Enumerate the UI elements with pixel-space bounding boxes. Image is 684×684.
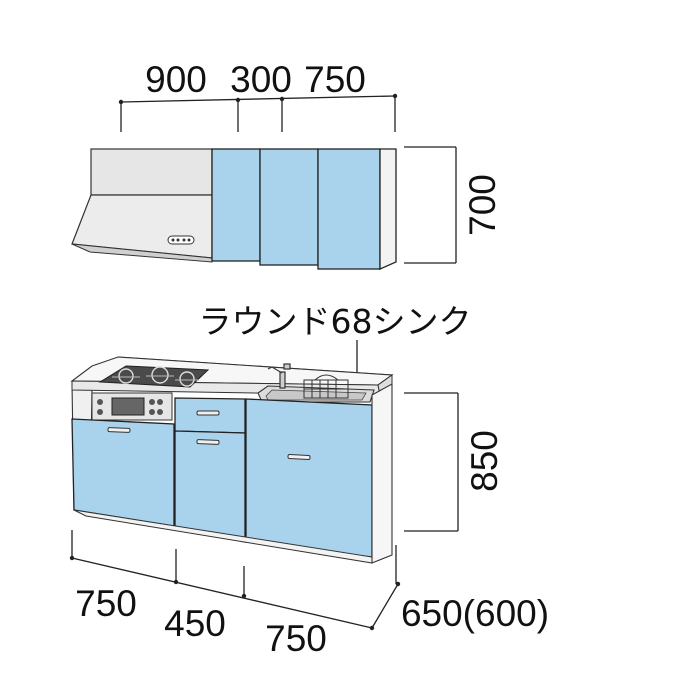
- gas-stove: [98, 365, 210, 388]
- upper-width-300: 300: [230, 59, 292, 100]
- upper-width-dimension: [120, 95, 396, 132]
- upper-width-900: 900: [145, 59, 207, 100]
- lower-depth-650-600: 650(600): [401, 593, 549, 634]
- lower-width-450: 450: [164, 603, 226, 644]
- lower-height-dimension: [404, 392, 459, 532]
- door-handles: [107, 410, 311, 460]
- upper-width-750: 750: [304, 59, 366, 100]
- lower-width-750-right: 750: [265, 618, 327, 659]
- sink-label: ラウンド68シンク: [199, 302, 472, 341]
- wall-cabinets: [211, 148, 397, 270]
- lower-width-750-left: 750: [75, 583, 137, 624]
- lower-width-dimension: [71, 530, 399, 629]
- lower-dim-dots: [69, 555, 401, 631]
- base-right-side: [371, 383, 393, 564]
- faucet-icon: [267, 363, 291, 389]
- base-doors: [71, 397, 373, 558]
- upper-height-dimension: [404, 146, 457, 264]
- range-hood: [71, 148, 213, 263]
- upper-dim-dots: [118, 93, 398, 105]
- upper-height-700: 700: [462, 174, 503, 236]
- grill-oven-panel: [91, 392, 173, 421]
- lower-height-850: 850: [464, 430, 505, 492]
- dish-basket: [303, 374, 349, 399]
